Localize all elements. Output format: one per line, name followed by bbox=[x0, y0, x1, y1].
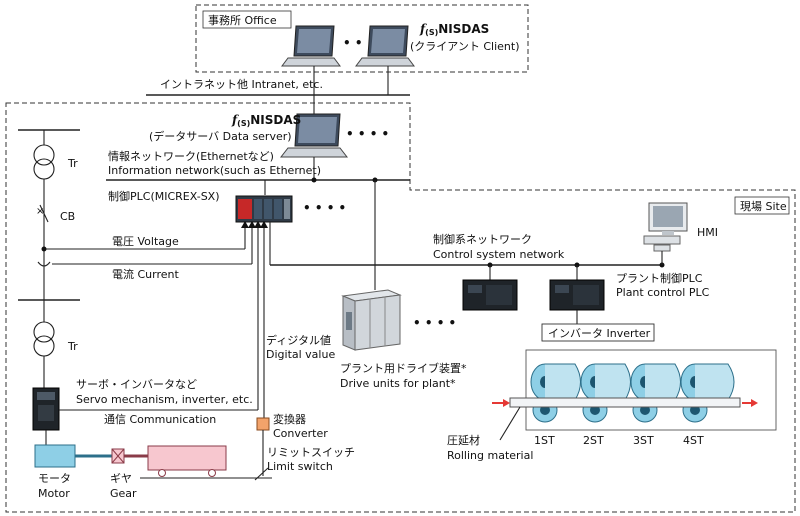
client-ellipsis: • • • bbox=[343, 36, 374, 50]
site-label: 現場 Site bbox=[740, 200, 787, 213]
drive-ellipsis: • • • • bbox=[413, 316, 456, 330]
stand-label: 2ST bbox=[583, 434, 604, 447]
stand-1st-icon bbox=[530, 363, 581, 423]
plc-ellipsis: • • • • bbox=[303, 201, 346, 215]
digital-label-en: Digital value bbox=[266, 348, 335, 361]
drive-cabinet-icon bbox=[341, 289, 402, 351]
servo-label-en: Servo mechanism, inverter, etc. bbox=[76, 393, 253, 406]
hmi-computer-icon bbox=[643, 202, 688, 252]
stand-3st-icon bbox=[630, 363, 681, 423]
voltage-label: 電圧 Voltage bbox=[112, 235, 179, 248]
inverter-label: インバータ Inverter bbox=[548, 327, 651, 340]
gear-label-jp: ギヤ bbox=[110, 472, 132, 485]
stand-label: 1ST bbox=[534, 434, 555, 447]
office-label: 事務所 Office bbox=[208, 13, 277, 27]
transformer-bottom-icon bbox=[33, 321, 55, 357]
hmi-label: HMI bbox=[697, 226, 718, 239]
motor-icon bbox=[34, 444, 112, 468]
limit-switch-label-en: Limit switch bbox=[267, 460, 333, 473]
office-boundary bbox=[195, 4, 529, 73]
tr-bottom-label: Tr bbox=[67, 340, 78, 353]
client-name: f(S)NISDAS bbox=[419, 22, 489, 37]
converter-label-en: Converter bbox=[273, 427, 328, 440]
control-network-label-en: Control system network bbox=[433, 248, 565, 261]
intranet-label: イントラネット他 Intranet, etc. bbox=[160, 78, 323, 91]
ct-icon bbox=[37, 261, 51, 267]
plc-rack-icon bbox=[235, 195, 293, 223]
stand-4st-icon bbox=[680, 363, 735, 423]
rolling-stands bbox=[509, 349, 777, 431]
transformer-top-icon bbox=[33, 144, 55, 180]
motor-label-en: Motor bbox=[38, 487, 70, 500]
stand-label: 4ST bbox=[683, 434, 704, 447]
stand-label: 3ST bbox=[633, 434, 654, 447]
cart-icon bbox=[147, 445, 227, 477]
server-laptop-icon bbox=[279, 113, 349, 158]
rolling-material-bar bbox=[509, 397, 741, 408]
drive-units-label-jp: プラント用ドライブ装置* bbox=[340, 361, 467, 375]
plc-label: 制御PLC(MICREX-SX) bbox=[108, 189, 220, 203]
comm-label: 通信 Communication bbox=[104, 413, 216, 426]
rolling-material-label-jp: 圧延材 bbox=[447, 433, 480, 447]
flow-arrow-out-icon bbox=[742, 399, 758, 407]
gear-icon bbox=[111, 448, 148, 464]
cb-x-icon: × bbox=[36, 206, 44, 217]
digital-label-jp: ディジタル値 bbox=[266, 333, 331, 347]
client-laptop-icon bbox=[355, 25, 415, 67]
info-network-label-en: Information network(such as Ethernet) bbox=[108, 164, 321, 177]
drive-units-label-en: Drive units for plant* bbox=[340, 377, 456, 390]
current-label: 電流 Current bbox=[112, 267, 179, 281]
tr-top-label: Tr bbox=[67, 157, 78, 170]
limit-switch-label-jp: リミットスイッチ bbox=[267, 446, 355, 459]
servo-inverter-icon bbox=[32, 387, 60, 431]
converter-label-jp: 変換器 bbox=[273, 412, 306, 426]
server-ellipsis: • • • • bbox=[346, 127, 389, 141]
stand-2st-icon bbox=[580, 363, 631, 423]
plant-plc-icon bbox=[462, 279, 518, 311]
motor-label-jp: モータ bbox=[38, 472, 71, 485]
server-label: (データサーバ Data server) bbox=[149, 129, 292, 143]
plant-plc-label-en: Plant control PLC bbox=[616, 286, 710, 299]
control-network-label-jp: 制御系ネットワーク bbox=[433, 232, 532, 246]
servo-label-jp: サーボ・インバータなど bbox=[76, 378, 197, 391]
server-name: f(S)NISDAS bbox=[231, 113, 301, 128]
plant-plc-icon bbox=[549, 279, 605, 311]
client-laptop-icon bbox=[281, 25, 341, 67]
site-boundary bbox=[5, 102, 796, 513]
gear-label-en: Gear bbox=[110, 487, 137, 500]
converter-icon bbox=[256, 417, 270, 431]
flow-arrow-in-icon bbox=[492, 399, 510, 407]
cb-label: CB bbox=[60, 210, 75, 223]
info-network-label-jp: 情報ネットワーク(Ethernetなど) bbox=[108, 150, 274, 163]
plant-plc-label-jp: プラント制御PLC bbox=[616, 271, 703, 285]
client-label: (クライアント Client) bbox=[410, 40, 519, 53]
rolling-material-label-en: Rolling material bbox=[447, 449, 533, 462]
